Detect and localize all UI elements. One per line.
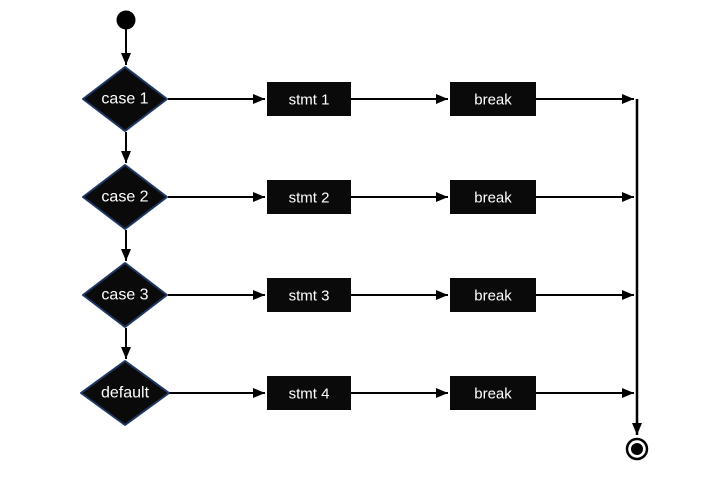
process-stmt-1-label: stmt 1 (289, 92, 330, 109)
process-break-3-label: break (474, 288, 512, 305)
process-break-4-label: break (474, 386, 512, 403)
row-case-3: case 3 stmt 3 break (82, 262, 536, 328)
decision-case-3 (82, 262, 168, 328)
row-case-2: case 2 stmt 2 break (82, 164, 536, 230)
process-break-3 (450, 278, 536, 312)
decision-case-2-label: case 2 (101, 189, 148, 206)
decision-case-1-label: case 1 (101, 91, 148, 108)
row-default: default stmt 4 break (80, 360, 536, 426)
end-node-icon (625, 437, 649, 461)
process-break-4 (450, 376, 536, 410)
process-stmt-4-label: stmt 4 (289, 386, 330, 403)
process-stmt-2 (267, 180, 351, 214)
decision-case-2 (82, 164, 168, 230)
process-break-1-label: break (474, 92, 512, 109)
decision-case-3-label: case 3 (101, 287, 148, 304)
process-break-1 (450, 82, 536, 116)
process-stmt-4 (267, 376, 351, 410)
decision-default-label: default (101, 385, 150, 402)
process-stmt-2-label: stmt 2 (289, 190, 330, 207)
connectors (121, 29, 642, 435)
process-stmt-3-label: stmt 3 (289, 288, 330, 305)
decision-default (80, 360, 170, 426)
process-break-2-label: break (474, 190, 512, 207)
start-node-icon (116, 10, 136, 30)
end-node-dot (631, 443, 643, 455)
row-case-1: case 1 stmt 1 break (82, 66, 536, 132)
decision-case-1 (82, 66, 168, 132)
process-break-2 (450, 180, 536, 214)
process-stmt-1 (267, 82, 351, 116)
process-stmt-3 (267, 278, 351, 312)
